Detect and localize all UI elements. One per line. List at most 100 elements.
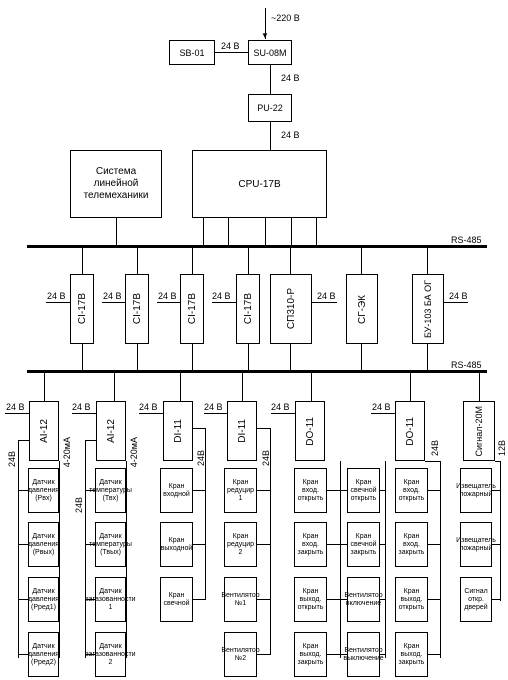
conv4-bus2-line <box>248 344 249 371</box>
c1-tap-1 <box>18 490 28 491</box>
mod6-side-label: 24В <box>430 440 440 457</box>
sb-su-line <box>215 52 248 53</box>
c1-power-top <box>18 440 29 441</box>
mod1-volt-line <box>5 413 29 414</box>
converter-ci17b-3: CI-17B <box>180 274 204 344</box>
bus2-drop-3 <box>180 373 181 401</box>
conv2-volt: 24 В <box>103 291 122 301</box>
c6-device-3: Кран выход. открыть <box>395 577 428 622</box>
bus1-drop-7 <box>427 248 428 274</box>
c1-device-2: Датчик давления (Рвых) <box>28 522 59 567</box>
mod2-volt: 24 В <box>72 402 91 412</box>
conv5-bus2-line <box>290 344 291 371</box>
c4-device-3: Вентилятор №1 <box>221 577 260 622</box>
c6-device-4: Кран выход. закрыть <box>395 632 428 677</box>
c4-device-1: Кран редуцир 1 <box>224 468 257 513</box>
c2-device-1: Датчик температуры (Твх) <box>89 468 132 513</box>
c1-device-4: Датчик давления (Рред2) <box>28 632 59 677</box>
module-ai12-2: AI-12 <box>96 401 126 461</box>
bus1-drop-5 <box>290 248 291 274</box>
c5-tap-2 <box>327 544 347 545</box>
c4-device-4: Вентилятор №2 <box>221 632 260 677</box>
c2-signal-bus <box>126 461 127 658</box>
c2-device-2: Датчик температуры (Твых) <box>89 522 132 567</box>
c3-device-1: Кран входной <box>160 468 193 513</box>
input-line <box>265 8 266 39</box>
su-08m-box: SU-08M <box>248 40 292 65</box>
c5-right-bus <box>385 461 386 658</box>
c1-device-1: Датчик давления (Рвх) <box>28 468 59 513</box>
arrow-down-icon: ▼ <box>261 31 269 40</box>
c6-tap-2 <box>428 544 440 545</box>
mod5-volt-line <box>271 413 295 414</box>
rs485-label-1: RS-485 <box>451 235 482 245</box>
c2-tap-1 <box>85 490 95 491</box>
c4-power-top <box>257 428 270 429</box>
mod2-volt-line <box>72 413 96 414</box>
mod4-volt: 24 В <box>204 402 223 412</box>
c7-device-2: Извещатель пожарный <box>456 522 496 567</box>
input-voltage-label: ~220 В <box>271 13 300 23</box>
mod6-volt-line <box>371 413 395 414</box>
bus2-drop-4 <box>242 373 243 401</box>
c4-power-bus <box>270 428 271 655</box>
converter-sp310r: СП310-Р <box>270 274 312 344</box>
c5b-tap-2 <box>380 544 385 545</box>
c1-device-3: Датчик давления (Рред1) <box>28 577 59 622</box>
c3-power-top <box>193 428 205 429</box>
c6-power-top <box>425 461 440 462</box>
c6-tap-4 <box>428 654 440 655</box>
c5-tap-1 <box>327 490 347 491</box>
bus1-drop-3 <box>192 248 193 274</box>
c2-power-top <box>85 440 96 441</box>
c7-device-3: Сигнал откр. дверей <box>460 577 492 622</box>
c5a-device-4: Кран выход. закрыть <box>294 632 327 677</box>
c5a-device-1: Кран вход. открыть <box>294 468 327 513</box>
bus2-drop-6 <box>410 373 411 401</box>
c2-tap-3 <box>85 599 95 600</box>
module-signal20m: Сигнал-20М <box>463 401 495 461</box>
c3-tap-3 <box>193 599 205 600</box>
sb-volt-label: 24 В <box>221 41 240 51</box>
pu-volt-label: 24 В <box>281 130 300 140</box>
cpu-bus-line-1 <box>203 218 204 246</box>
sb-01-box: SB-01 <box>169 40 215 65</box>
pu-22-box: PU-22 <box>248 94 292 122</box>
converter-ci17b-1: CI-17B <box>70 274 94 344</box>
telemetry-bus-line <box>116 218 117 246</box>
c4-tap-1 <box>257 490 270 491</box>
bus1-drop-1 <box>82 248 83 274</box>
su-volt-label: 24 В <box>281 73 300 83</box>
mod1-volt: 24 В <box>6 402 25 412</box>
cpu-bus-line-2 <box>228 218 229 246</box>
conv3-volt: 24 В <box>158 291 177 301</box>
c5b-device-4: Вентилятор выключение <box>343 632 384 677</box>
conv4-volt-line <box>212 302 236 303</box>
c3-device-3: Кран свечной <box>160 577 193 622</box>
c6-tap-1 <box>428 490 440 491</box>
c1-power-bus <box>18 440 19 658</box>
c1-tap-2 <box>18 544 28 545</box>
conv7-volt: 24 В <box>449 291 468 301</box>
module-di11-1: DI-11 <box>163 401 193 461</box>
c4-device-2: Кран редуцир 2 <box>224 522 257 567</box>
bus1-drop-4 <box>248 248 249 274</box>
c1-tap-3 <box>18 599 28 600</box>
module-do11-2: DO-11 <box>395 401 425 461</box>
c3-tap-2 <box>193 544 205 545</box>
conv7-volt-line <box>444 302 468 303</box>
c4-tap-4 <box>257 654 270 655</box>
c7-power-bus <box>500 461 501 601</box>
c5a-device-2: Кран вход. закрыть <box>294 522 327 567</box>
rs485-label-2: RS-485 <box>451 360 482 370</box>
pu-cpu-line <box>270 122 271 150</box>
c7-power-top <box>495 461 500 462</box>
bus2-drop-1 <box>44 373 45 401</box>
c5b-device-1: Кран свечной открыть <box>347 468 380 513</box>
mod3-volt: 24 В <box>139 402 158 412</box>
su-pu-line <box>270 65 271 94</box>
c5b-device-2: Кран свечной закрыть <box>347 522 380 567</box>
telemetry-box: Система линейной телемеханики <box>70 150 162 218</box>
c1-signal-bus <box>59 461 60 658</box>
